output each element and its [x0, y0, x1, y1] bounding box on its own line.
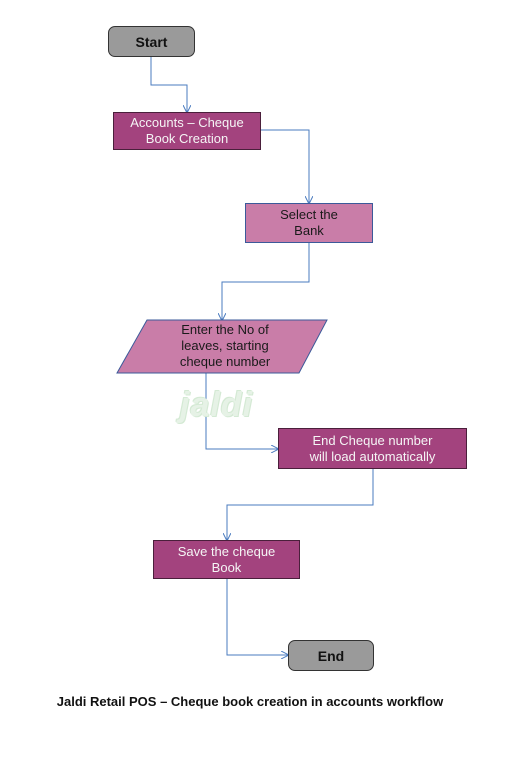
select-bank-line-1: Select the [280, 207, 338, 222]
select-bank-line-2: Bank [294, 223, 324, 238]
connector-endnumber-to-save [227, 469, 374, 540]
connector-save-to-end [226, 579, 288, 655]
connector-creation-to-bank [261, 129, 309, 203]
enter-leaves-parallelogram [116, 319, 328, 374]
end-terminal: End [288, 640, 374, 671]
start-terminal: Start [108, 26, 195, 57]
figure-caption: Jaldi Retail POS – Cheque book creation … [56, 694, 444, 709]
save-cheque-book-line-1: Save the cheque [177, 543, 276, 559]
jaldi-watermark-logo: jaldi [180, 386, 254, 424]
cheque-book-creation-box: Accounts – Cheque Book Creation [113, 112, 261, 150]
enter-leaves-line-3: cheque number [179, 354, 271, 369]
end-cheque-number-line-2: will load automatically [309, 448, 436, 464]
select-bank-box: Select the Bank [245, 203, 373, 243]
connector-leaves-to-endnumber [205, 373, 278, 449]
enter-leaves-line-1: Enter the No of [181, 322, 269, 337]
save-cheque-book-box: Save the cheque Book [153, 540, 300, 579]
cheque-book-creation-line-1: Accounts – Cheque [130, 115, 244, 130]
connector-bank-to-leaves [222, 243, 310, 320]
end-cheque-number-line-1: End Cheque number [312, 432, 433, 448]
enter-leaves-text: Enter the No of leaves, starting cheque … [150, 322, 300, 370]
start-label: Start [135, 33, 168, 50]
connector-start-to-creation [150, 57, 187, 112]
end-cheque-number-box: End Cheque number will load automaticall… [278, 428, 467, 469]
end-label: End [317, 647, 345, 664]
save-cheque-book-line-2: Book [211, 559, 242, 575]
enter-leaves-line-2: leaves, starting [181, 338, 269, 353]
cheque-book-creation-line-2: Book Creation [145, 131, 229, 146]
